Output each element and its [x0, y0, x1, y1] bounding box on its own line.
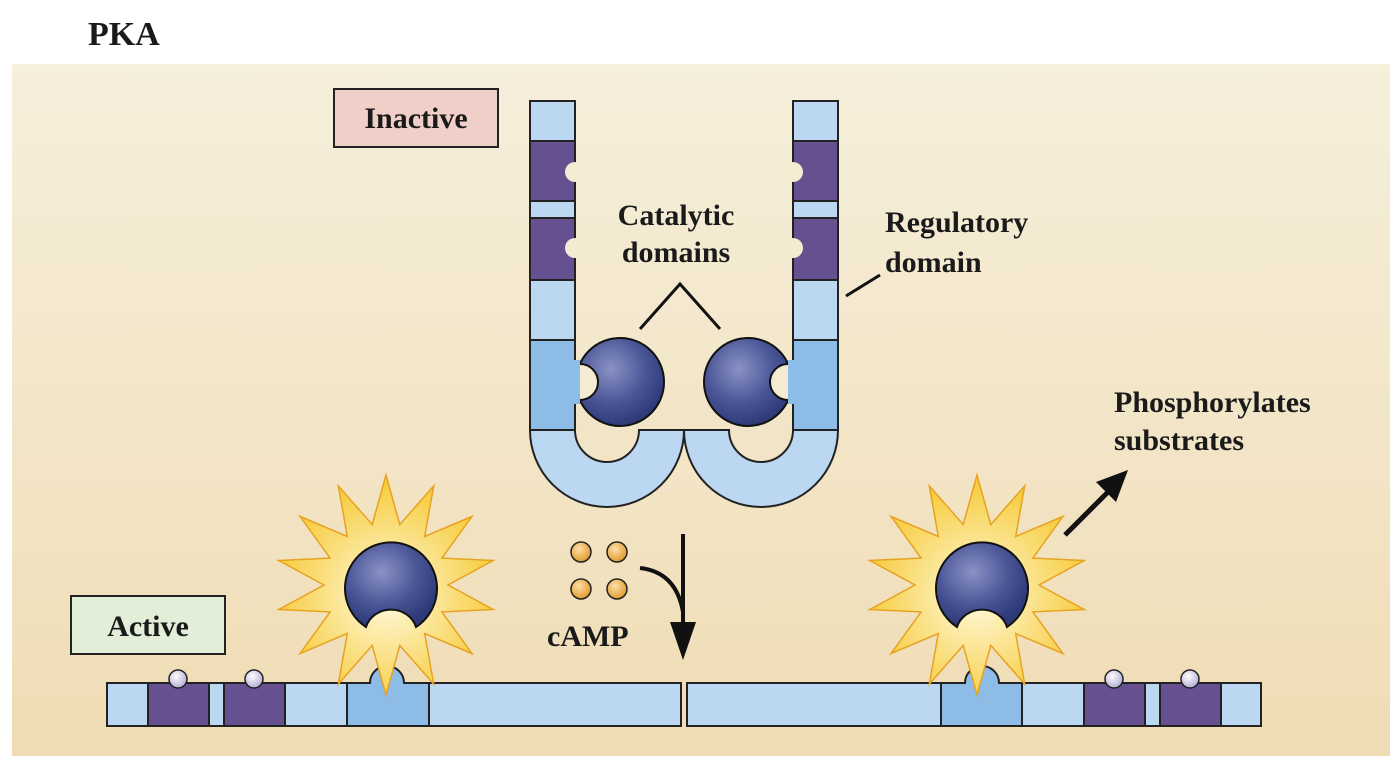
- camp-molecule: [570, 541, 592, 563]
- regulatory-pointer-line: [845, 273, 881, 298]
- active-label: Active: [107, 610, 189, 643]
- regulatory-subunit-left: [528, 100, 686, 508]
- camp-molecules: [570, 541, 628, 600]
- catalytic-subunit-right-active: [935, 541, 1029, 629]
- camp-label: cAMP: [547, 620, 629, 653]
- camp-bound-site: [244, 669, 264, 689]
- catalytic-subunit-left-inactive: [560, 337, 665, 427]
- regulatory-domain-label-line1: Regulatory: [885, 206, 1028, 239]
- phosphorylates-label-line2: substrates: [1114, 424, 1244, 457]
- inactive-label: Inactive: [364, 102, 467, 135]
- camp-bound-site: [1180, 669, 1200, 689]
- catalytic-pointer-line: [638, 281, 722, 330]
- catalytic-subunit-left-active: [344, 541, 438, 629]
- catalytic-domains-label-line2: domains: [622, 236, 730, 269]
- activation-arrow: [639, 534, 696, 660]
- inactive-label-box: Inactive: [333, 88, 499, 148]
- diagram-panel: [12, 64, 1390, 756]
- catalytic-domains-label-line1: Catalytic: [618, 199, 735, 232]
- regulatory-subunit-right-active: [686, 665, 1262, 727]
- catalytic-subunit-right-inactive: [703, 337, 808, 427]
- phosphorylation-arrow: [1063, 470, 1128, 537]
- camp-molecule: [570, 578, 592, 600]
- active-label-box: Active: [70, 595, 226, 655]
- regulatory-subunit-left-active: [106, 665, 682, 727]
- camp-molecule: [606, 541, 628, 563]
- phosphorylates-label-line1: Phosphorylates: [1114, 386, 1311, 419]
- camp-bound-site: [168, 669, 188, 689]
- regulatory-domain-label-line2: domain: [885, 246, 982, 279]
- figure-title: PKA: [88, 16, 160, 53]
- camp-molecule: [606, 578, 628, 600]
- regulatory-subunit-right: [682, 100, 840, 508]
- camp-bound-site: [1104, 669, 1124, 689]
